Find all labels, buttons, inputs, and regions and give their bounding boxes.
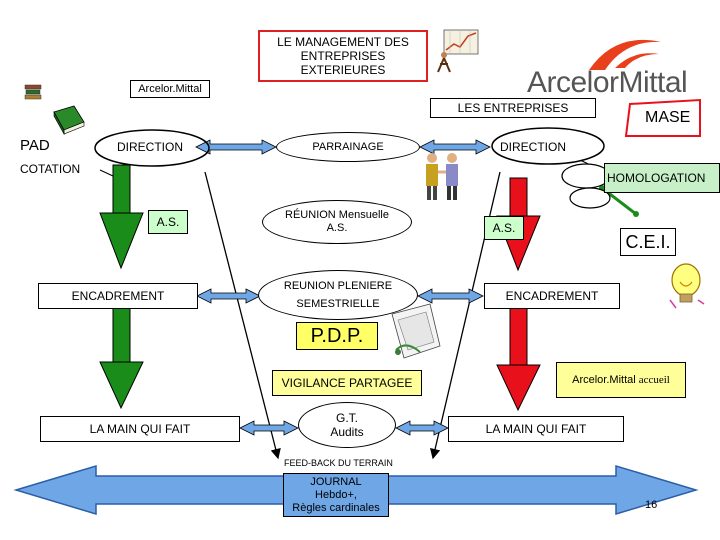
green-arrow-left-1 [99,164,144,270]
gt-audits-line2: Audits [330,425,364,439]
arcelormittal-logo-icon [589,39,661,70]
mase-shape [624,98,701,137]
cotation-label: COTATION [20,162,81,176]
documents-icon [391,303,441,359]
pdp-label: P.D.P. [310,324,364,347]
book-icon [53,105,85,136]
direction-left-ellipse: DIRECTION [100,132,200,162]
as-left-box: A.S. [148,210,188,234]
page-number: 16 [645,499,658,511]
reunion-mensuelle-line1: RÉUNION Mensuelle [285,209,389,221]
reunion-pleniere-line2: SEMESTRIELLE [296,298,380,310]
direction-right-outline [491,127,611,209]
main-left-label: LA MAIN QUI FAIT [89,422,191,436]
title-line-1: LE MANAGEMENT DES [277,35,409,49]
journal-box: JOURNAL Hebdo+, Règles cardinales [283,473,389,517]
as-right-label: A.S. [492,221,516,235]
diagonal-line-left [204,171,281,460]
direction-left-label: DIRECTION [117,139,183,154]
title-box: LE MANAGEMENT DES ENTREPRISES EXTERIEURE… [258,30,428,82]
encadrement-left-label: ENCADREMENT [71,289,165,303]
chart-figure-icon [437,29,479,73]
brand-label: Arcelor.Mittal [138,83,202,95]
accueil-box: Arcelor.Mittal accueil [556,362,686,398]
reunion-mensuelle-ellipse: RÉUNION Mensuelle A.S. [262,200,412,244]
reunion-pleniere-ellipse: REUNION PLENIERE SEMESTRIELLE [258,270,418,320]
as-left-label: A.S. [156,215,180,229]
homologation-box: HOMOLOGATION [604,163,720,193]
books-icon [24,84,42,100]
vigilance-box: VIGILANCE PARTAGEE [272,370,422,396]
cei-label: C.E.I. [625,231,671,252]
accueil-word: accueil [638,374,670,386]
journal-line1: JOURNAL [310,475,362,488]
parrainage-ellipse: PARRAINAGE [276,132,420,162]
double-arrow-encadrement-right [417,288,484,304]
gt-audits-ellipse: G.T. Audits [298,402,396,448]
journal-line2: Hebdo+, [315,488,357,501]
vigilance-label: VIGILANCE PARTAGEE [281,376,413,390]
journal-line3: Règles cardinales [292,501,380,514]
reunion-mensuelle-line2: A.S. [326,222,348,234]
main-right-box: LA MAIN QUI FAIT [448,416,624,442]
main-right-label: LA MAIN QUI FAIT [485,422,587,436]
encadrement-right-label: ENCADREMENT [505,289,599,303]
brand-label-box: Arcelor.Mittal [130,80,210,98]
title-line-2: ENTREPRISES [300,49,386,63]
pdp-box: P.D.P. [296,322,378,350]
handshake-people-icon [426,153,458,200]
mase-label: MASE [645,109,691,126]
gt-audits-line1: G.T. [335,411,358,425]
homologation-label: HOMOLOGATION [607,171,706,185]
cotation-pointer [99,169,114,177]
title-line-3: EXTERIEURES [300,63,386,77]
encadrement-left-box: ENCADREMENT [38,283,198,309]
pad-label: PAD [20,137,50,154]
double-arrow-main-right [395,420,449,436]
parrainage-label: PARRAINAGE [312,140,384,153]
as-right-box: A.S. [484,216,524,240]
main-left-box: LA MAIN QUI FAIT [40,416,240,442]
cei-box: C.E.I. [620,228,676,256]
red-arrow-right-2 [496,304,541,412]
double-arrow-encadrement-left [196,288,261,304]
feedback-label: FEED-BACK DU TERRAIN [284,458,393,468]
green-arrow-left-2 [99,304,144,410]
encadrement-right-box: ENCADREMENT [484,283,620,309]
les-entreprises-label: LES ENTREPRISES [457,101,569,115]
logo-wordmark: ArcelorMittal [527,66,688,99]
reunion-pleniere-line1: REUNION PLENIERE [283,280,393,292]
lightbulb-icon [669,263,705,309]
direction-left-outline [94,129,210,167]
accueil-brand: Arcelor.Mittal [572,374,636,386]
direction-right-label: DIRECTION [500,140,566,154]
les-entreprises-box: LES ENTREPRISES [430,98,596,118]
double-arrow-direction-right [419,139,491,155]
